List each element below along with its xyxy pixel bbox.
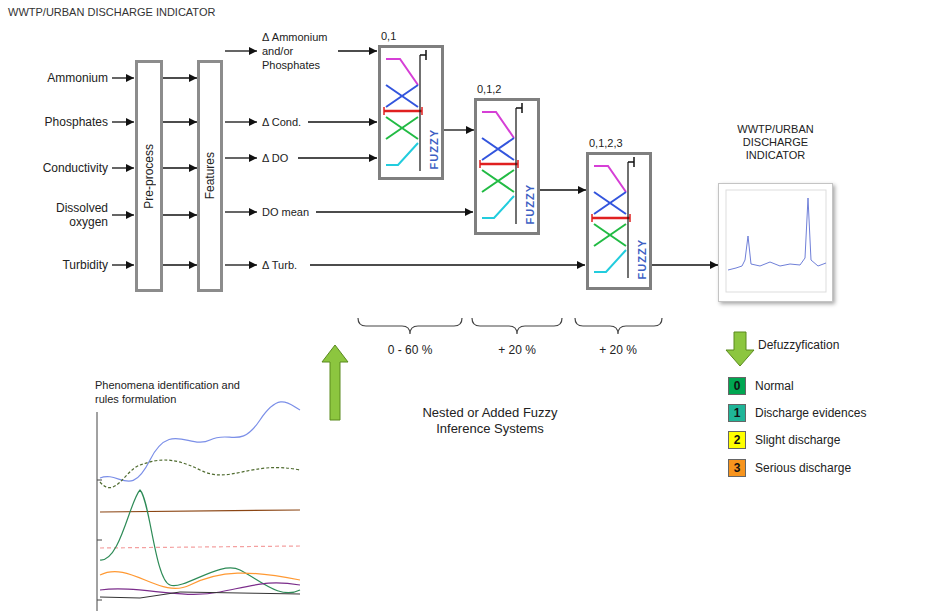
label-box: Phosphates (34, 115, 108, 129)
input-name: Ammonium (34, 71, 108, 85)
label-box: + 20 % (467, 343, 567, 357)
feature-arrows (225, 51, 585, 265)
box-label: Pre-process (142, 144, 156, 209)
legend-text: Serious discharge (755, 461, 851, 475)
label-box: DO mean (262, 205, 332, 219)
fuzzy-block: 0,1FUZZY (378, 45, 444, 180)
legend-swatch: 0 (728, 377, 746, 395)
indicator-plot (718, 183, 833, 302)
label-box: Turbidity (34, 258, 108, 272)
fuzzy-label: FUZZY (636, 239, 648, 279)
flow-arrow (163, 214, 197, 215)
label-box: Δ Turb. (262, 258, 332, 272)
feature-name: Δ Turb. (262, 258, 332, 272)
input-name: Conductivity (34, 161, 108, 175)
legend-swatch: 1 (728, 404, 746, 422)
output-levels: 0,1 (381, 29, 396, 43)
feature-name: Δ Ammonium and/or Phosphates (262, 30, 342, 72)
legend-row: 1 Discharge evidences (728, 404, 866, 422)
legend-text: Normal (755, 379, 794, 393)
legend-row: 0 Normal (728, 377, 794, 395)
flow-arrow (163, 77, 197, 78)
feature-name: Δ Cond. (262, 115, 332, 129)
box-label: Features (203, 152, 217, 199)
output-levels: 0,1,2 (477, 82, 501, 96)
indicator-chart: WWTP/URBAN DISCHARGE INDICATOR (718, 183, 833, 302)
phenomena-plot (97, 402, 300, 611)
fuzzy-label: FUZZY (428, 129, 440, 169)
level-number: 2 (734, 433, 741, 447)
label-box: Δ DO (262, 151, 332, 165)
label-box: Δ Ammonium and/or Phosphates (262, 30, 342, 72)
output-levels: 0,1,2,3 (589, 136, 623, 150)
annotation: Defuzzyfication (758, 338, 888, 352)
annotation: Nested or Added Fuzzy Inference Systems (405, 405, 575, 437)
input-name: Turbidity (34, 258, 108, 272)
label-box: Dissolved oxygen (34, 201, 108, 229)
label-box: 0 - 60 % (360, 343, 460, 357)
annotation: + 20 % (568, 343, 668, 357)
chart-heading: WWTP/URBAN DISCHARGE INDICATOR (719, 123, 832, 162)
feature-name: Δ DO (262, 151, 332, 165)
label-box: + 20 % (568, 343, 668, 357)
label-box: Conductivity (34, 161, 108, 175)
label-box: Defuzzyfication (758, 338, 888, 352)
fuzzy-block: 0,1,2,3FUZZY (586, 152, 652, 290)
process-box: Pre-process (135, 60, 163, 292)
flow-arrow (163, 121, 197, 122)
legend-text: Slight discharge (755, 433, 840, 447)
process-box: Features (197, 60, 223, 292)
annotation: Phenomena identification and rules formu… (95, 378, 253, 406)
level-number: 3 (734, 461, 741, 475)
fuzzy-block: 0,1,2FUZZY (474, 98, 540, 235)
annotation: + 20 % (467, 343, 567, 357)
legend-row: 2 Slight discharge (728, 431, 840, 449)
level-number: 0 (734, 379, 741, 393)
legend-text: Discharge evidences (755, 406, 866, 420)
fuzzy-label: FUZZY (524, 184, 536, 224)
label-box: Phenomena identification and rules formu… (95, 378, 253, 406)
legend-row: 3 Serious discharge (728, 459, 851, 477)
annotation: 0 - 60 % (360, 343, 460, 357)
fuzzy-icons (384, 50, 634, 278)
label-box: Ammonium (34, 71, 108, 85)
title-text: WWTP/URBAN DISCHARGE INDICATOR (8, 6, 215, 18)
level-number: 1 (734, 406, 741, 420)
feature-name: DO mean (262, 205, 332, 219)
label-box: Δ Cond. (262, 115, 332, 129)
flow-arrow (163, 167, 197, 168)
legend-swatch: 3 (728, 459, 746, 477)
input-name: Phosphates (34, 115, 108, 129)
input-name: Dissolved oxygen (34, 201, 108, 229)
input-arrows (112, 78, 134, 265)
brackets (358, 318, 662, 334)
flow-arrow (163, 264, 197, 265)
label-box: Nested or Added Fuzzy Inference Systems (405, 405, 575, 437)
legend-swatch: 2 (728, 431, 746, 449)
flow-arrow (652, 264, 718, 265)
diagram-title: WWTP/URBAN DISCHARGE INDICATOR (8, 6, 215, 18)
flow-arrow (540, 189, 586, 190)
flow-arrow (444, 129, 474, 130)
